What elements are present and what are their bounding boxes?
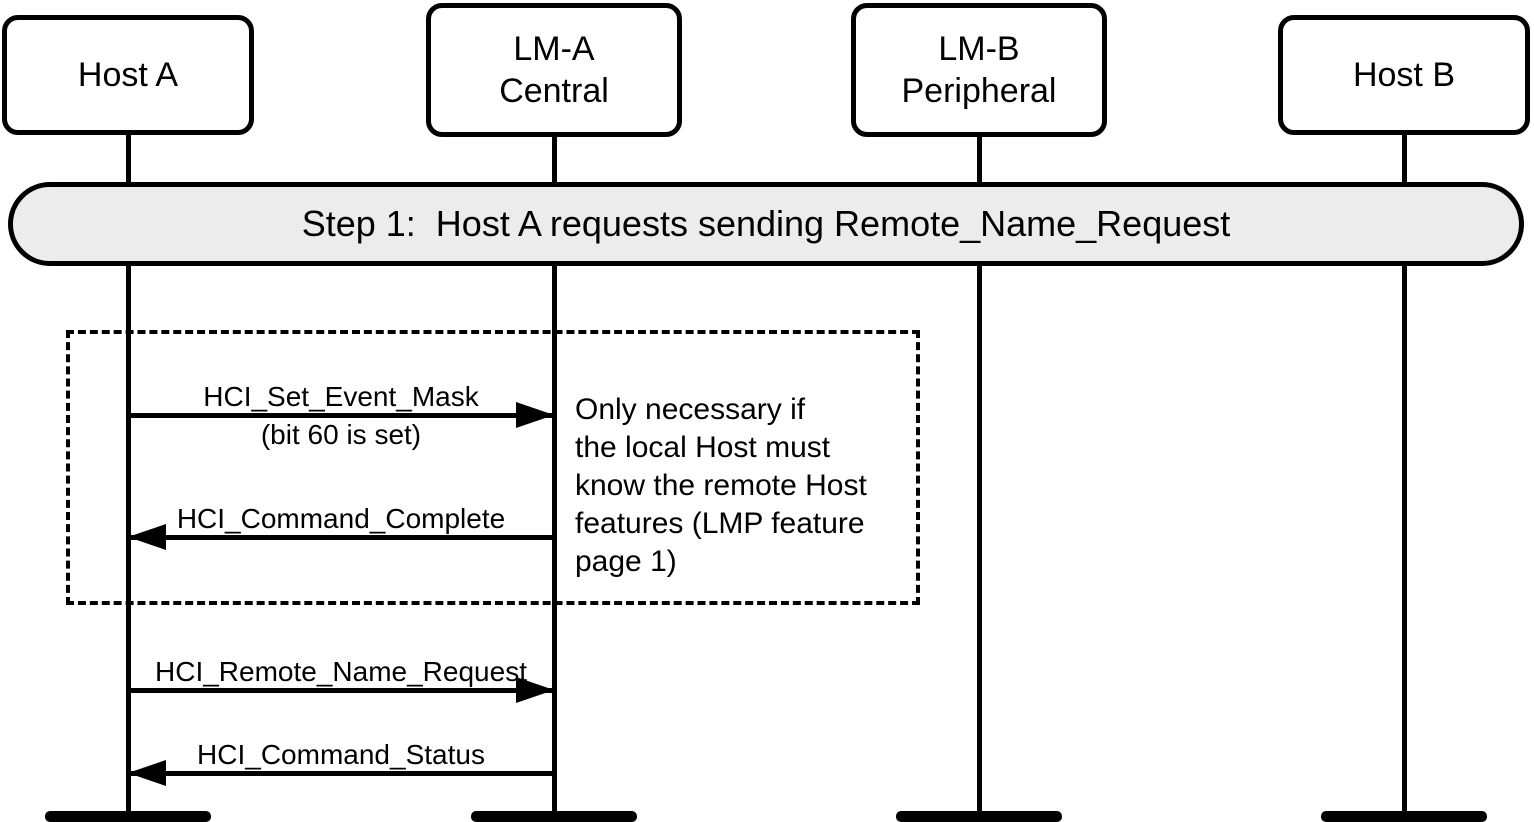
participant-box-host-b: Host B: [1278, 15, 1530, 135]
arrowhead-left-icon: [128, 524, 166, 550]
message-line-hci-command-status: [128, 771, 554, 776]
arrowhead-right-icon: [516, 677, 554, 703]
optional-group-box: [66, 330, 920, 605]
message-line-hci-remote-name-request: [128, 688, 554, 693]
step-banner: Step 1: Host A requests sending Remote_N…: [8, 182, 1524, 266]
message-label-hci-command-complete: HCI_Command_Complete: [176, 503, 506, 534]
message-label-hci-remote-name-request: HCI_Remote_Name_Request: [155, 656, 527, 687]
lifeline-lm-b-peripheral: [977, 130, 982, 816]
message-sublabel-bit-60-is-set: (bit 60 is set): [260, 419, 422, 450]
step-banner-text: Step 1: Host A requests sending Remote_N…: [301, 203, 1231, 244]
participant-box-host-a: Host A: [2, 15, 254, 135]
lifeline-host-a: [126, 130, 131, 816]
message-line-hci-command-complete: [128, 535, 554, 540]
arrowhead-left-icon: [128, 760, 166, 786]
lifeline-lm-a-central: [552, 130, 557, 816]
participant-label-host-a: Host A: [77, 56, 179, 94]
participant-label-lm-b-peripheral: LM-B Peripheral: [901, 30, 1057, 110]
participant-label-lm-a-central: LM-A Central: [499, 30, 609, 110]
participant-box-lm-a-central: LM-A Central: [426, 3, 682, 137]
lifeline-host-b: [1402, 130, 1407, 816]
lifeline-end-bar-lm-b-peripheral: [896, 811, 1062, 822]
lifeline-end-bar-host-b: [1321, 811, 1487, 822]
participant-label-host-b: Host B: [1352, 56, 1456, 94]
message-label-hci-command-status: HCI_Command_Status: [197, 739, 485, 770]
arrowhead-right-icon: [516, 402, 554, 428]
participant-box-lm-b-peripheral: LM-B Peripheral: [851, 3, 1107, 137]
message-line-hci-set-event-mask: [128, 413, 554, 418]
optional-group-note: Only necessary if the local Host must kn…: [575, 393, 867, 578]
lifeline-end-bar-lm-a-central: [471, 811, 637, 822]
message-label-hci-set-event-mask: HCI_Set_Event_Mask: [203, 381, 479, 412]
lifeline-end-bar-host-a: [45, 811, 211, 822]
